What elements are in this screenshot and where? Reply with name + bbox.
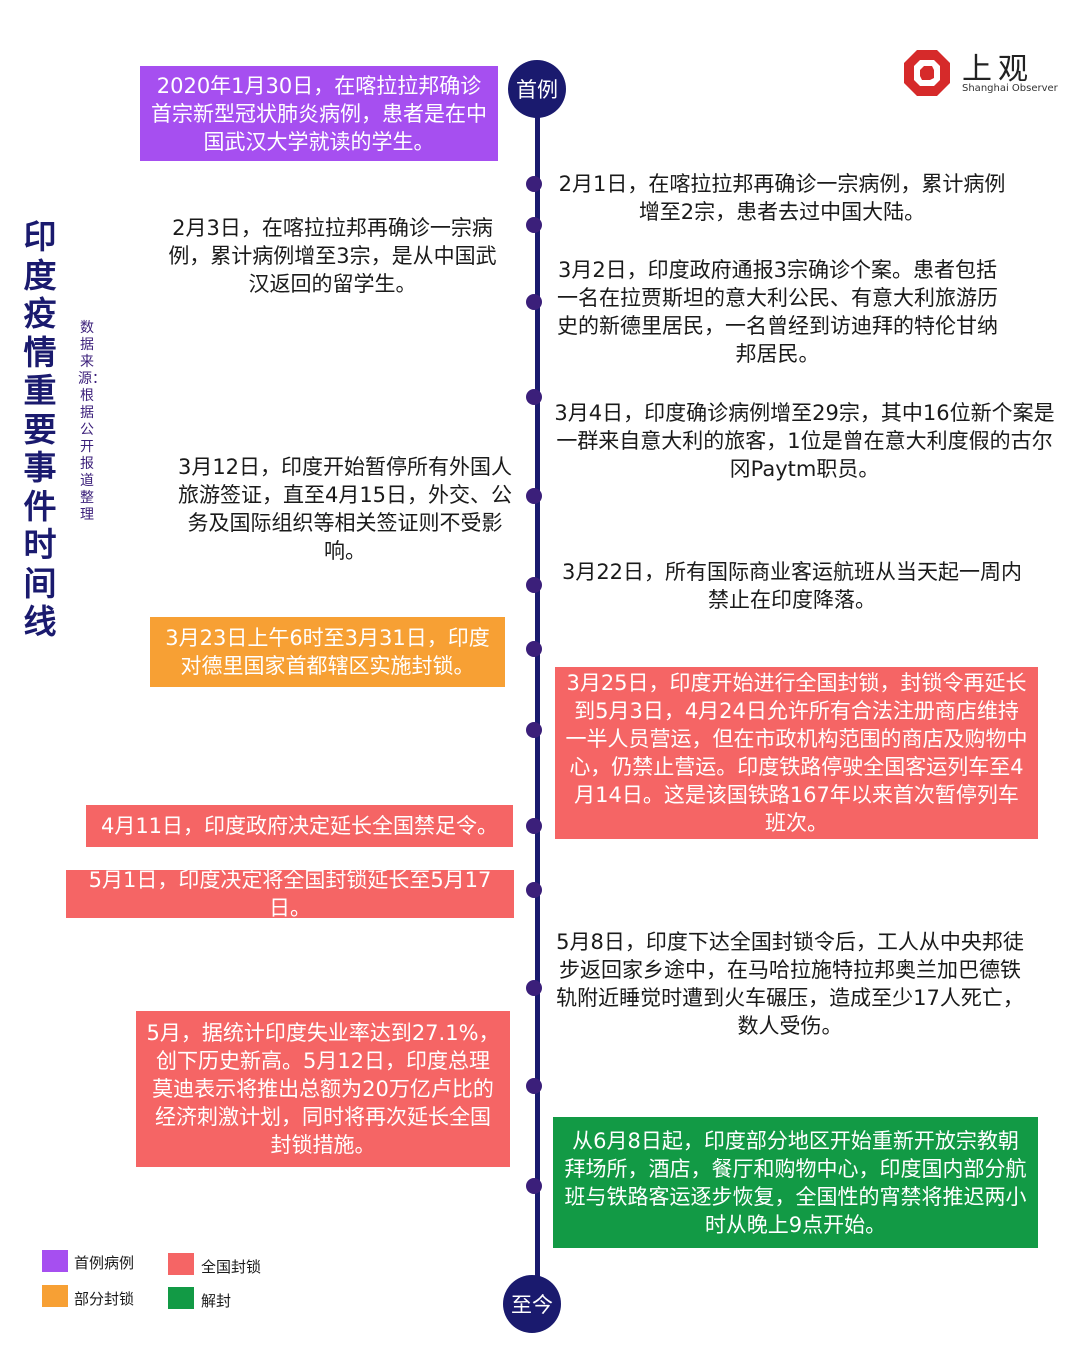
event-may-8: 5月8日，印度下达全国封锁令后，工人从中央邦徒步返回家乡途中，在马哈拉施特拉邦奥… — [556, 930, 1024, 1038]
event-may-1: 5月1日，印度决定将全国封锁延长至5月17日。 — [66, 868, 514, 920]
event-mar-4: 3月4日，印度确诊病例增至29宗，其中16位新个案是一群来自意大利的旅客，1位是… — [554, 401, 1055, 481]
data-source-note: 数据来源：根据公开报道整理 — [78, 320, 106, 523]
legend-label-national-lockdown: 全国封锁 — [201, 1258, 262, 1276]
event-jun-8-reopening: 从6月8日起，印度部分地区开始重新开放宗教朝拜场所，酒店，餐厅和购物中心，印度国… — [553, 1117, 1038, 1248]
page-title: 印度疫情重要事件时间线 — [23, 217, 57, 641]
legend-swatch-unlock — [168, 1287, 194, 1309]
timeline-dot — [526, 980, 542, 996]
timeline-dot — [526, 818, 542, 834]
event-mar-23-partial-lockdown: 3月23日上午6时至3月31日，印度对德里国家首都辖区实施封锁。 — [150, 617, 505, 687]
event-mar-22: 3月22日，所有国际商业客运航班从当天起一周内禁止在印度降落。 — [561, 560, 1023, 612]
timeline-dot — [526, 217, 542, 233]
timeline-axis — [535, 88, 540, 1303]
timeline-dot — [526, 176, 542, 192]
event-feb-3: 2月3日，在喀拉拉邦再确诊一宗病例，累计病例增至3宗，是从中国武汉返回的留学生。 — [168, 216, 497, 296]
event-apr-11: 4月11日，印度政府决定延长全国禁足令。 — [86, 805, 513, 847]
event-mar-2: 3月2日，印度政府通报3宗确诊个案。患者包括一名在拉贾斯坦的意大利公民、有意大利… — [557, 258, 998, 366]
timeline-dot — [526, 722, 542, 738]
event-first-case: 2020年1月30日，在喀拉拉邦确诊首宗新型冠状肺炎病例，患者是在中国武汉大学就… — [140, 66, 498, 161]
legend-swatch-partial-lockdown — [42, 1285, 68, 1307]
legend-label-unlock: 解封 — [201, 1292, 232, 1310]
timeline-dot — [526, 294, 542, 310]
timeline-start-node: 首例 — [508, 60, 566, 118]
event-feb-1: 2月1日，在喀拉拉邦再确诊一宗病例，累计病例增至2宗，患者去过中国大陆。 — [558, 172, 1006, 224]
event-mar-25-national-lockdown: 3月25日，印度开始进行全国封锁，封锁令再延长到5月3日，4月24日允许所有合法… — [555, 667, 1038, 839]
legend-label-partial-lockdown: 部分封锁 — [74, 1290, 135, 1308]
logo-subtitle: Shanghai Observer — [962, 83, 1058, 94]
timeline-dot — [526, 1078, 542, 1094]
logo-name: 上观 — [962, 52, 1034, 87]
timeline-dot — [526, 577, 542, 593]
timeline-dot — [526, 389, 542, 405]
event-mar-12: 3月12日，印度开始暂停所有外国人旅游签证，直至4月15日，外交、公务及国际组织… — [177, 455, 513, 563]
legend-swatch-national-lockdown — [168, 1253, 194, 1275]
timeline-end-node: 至今 — [503, 1275, 561, 1333]
timeline-dot — [526, 641, 542, 657]
legend-swatch-first-case — [42, 1250, 68, 1272]
shanghai-observer-logo-icon — [904, 50, 950, 96]
timeline-dot — [526, 882, 542, 898]
timeline-dot — [526, 488, 542, 504]
timeline-dot — [526, 1178, 542, 1194]
event-may-unemployment: 5月，据统计印度失业率达到27.1%，创下历史新高。5月12日，印度总理莫迪表示… — [136, 1011, 510, 1167]
legend-label-first-case: 首例病例 — [74, 1254, 135, 1272]
